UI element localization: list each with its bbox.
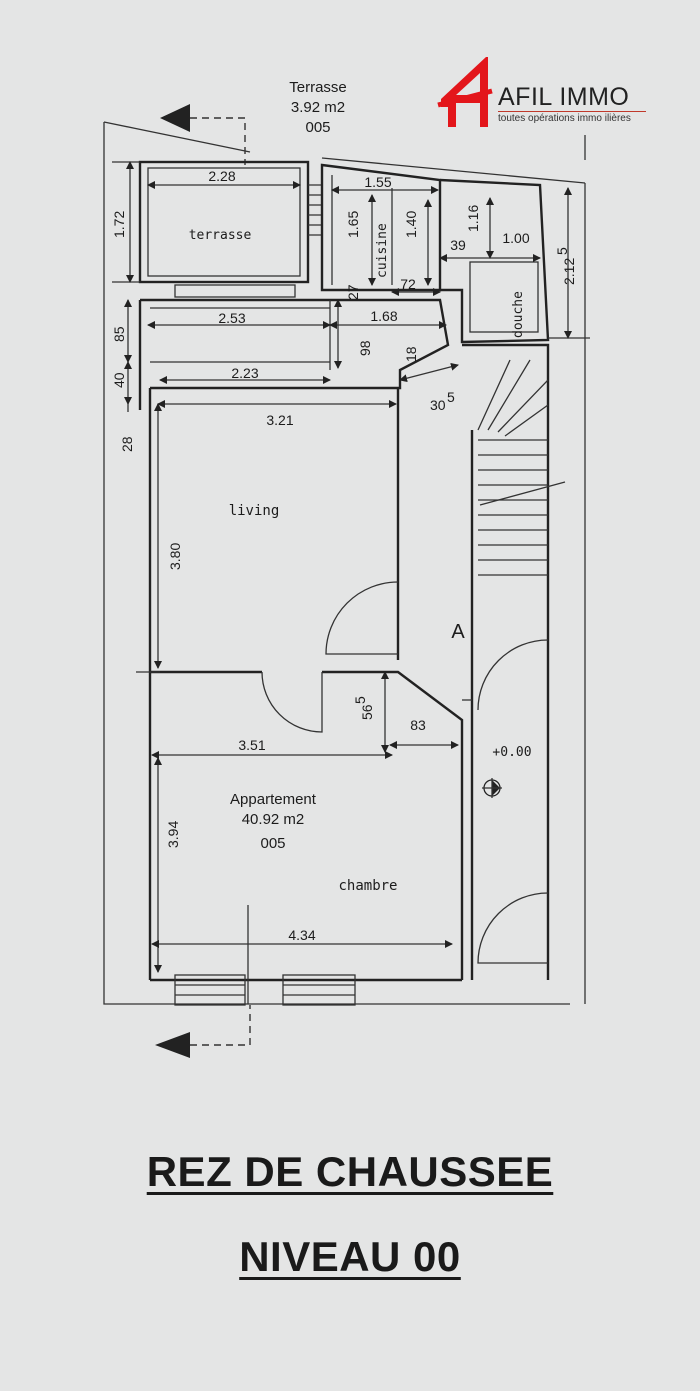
dim-72: 72 [400,276,416,292]
dim-18: 18 [403,346,419,362]
dim-30-5-sup: 5 [447,389,455,405]
dim-3-21: 3.21 [266,412,293,428]
top-direction-arrow [160,104,246,165]
outer-boundary [103,121,586,1005]
dim-28: 28 [119,436,135,452]
dim-1-00: 1.00 [502,230,529,246]
dim-85: 85 [111,326,127,342]
afil-immo-logo: AFIL IMMO toutes opérations immo ilières [436,55,651,135]
dim-2-53: 2.53 [218,310,245,326]
title-line-2: NIVEAU 00 [239,1233,461,1280]
dim-1-55: 1.55 [364,174,391,190]
staircase [477,359,566,576]
terrasse-code-label: 005 [305,119,330,136]
dim-83: 83 [410,717,426,733]
logo-name: AFIL IMMO [498,83,630,111]
douche-room [439,178,550,344]
dim-98: 98 [357,340,373,356]
logo-rule [498,111,646,112]
level-mark-label: +0.00 [492,745,531,760]
dim-40: 40 [111,372,127,388]
terrasse-room [138,160,322,298]
level-marker-icon [482,778,502,798]
house-logo-icon [437,57,493,127]
dim-4-34: 4.34 [288,927,315,943]
dim-2-23: 2.23 [231,365,258,381]
dim-30-5-value: 30 [430,397,446,413]
walls [138,298,550,1006]
door-swings [261,581,549,964]
appartement-label: Appartement [230,791,317,808]
dim-1-40: 1.40 [403,211,419,238]
dim-30-5: 30 5 [430,389,455,413]
cuisine-label: cuisine [375,223,390,278]
dim-1-16: 1.16 [465,205,481,232]
logo-tagline: toutes opérations immo ilières [498,113,631,124]
dim-2-12-5: 2.12 5 [554,247,577,285]
dimension-lines [112,161,590,1004]
dim-2-28: 2.28 [208,168,235,184]
dim-3-94: 3.94 [165,821,181,848]
dim-56-5-sup: 5 [352,696,368,704]
bottom-direction-arrow [155,1005,251,1058]
dim-2-12-5-value: 2.12 [561,258,577,285]
stair-letter-label: A [451,621,465,643]
dim-1-65: 1.65 [345,211,361,238]
dim-1-72: 1.72 [111,211,127,238]
appartement-code-label: 005 [260,835,285,852]
dim-1-68: 1.68 [370,308,397,324]
dim-2-12-5-sup: 5 [554,247,570,255]
terrasse-room-label: terrasse [189,228,252,243]
douche-label: douche [511,291,526,338]
terrasse-title-label: Terrasse [289,79,347,96]
appartement-area-label: 40.92 m2 [242,811,305,828]
chambre-label: chambre [338,878,397,894]
dim-56-5: 56 5 [352,696,375,720]
dim-39: 39 [450,237,466,253]
dim-27: 27 [345,284,361,300]
title-line-1: REZ DE CHAUSSEE [146,1148,554,1195]
dim-56-5-value: 56 [359,704,375,720]
dim-3-80: 3.80 [167,543,183,570]
dim-3-51: 3.51 [238,737,265,753]
terrasse-area-label: 3.92 m2 [291,99,345,116]
living-label: living [229,503,280,519]
